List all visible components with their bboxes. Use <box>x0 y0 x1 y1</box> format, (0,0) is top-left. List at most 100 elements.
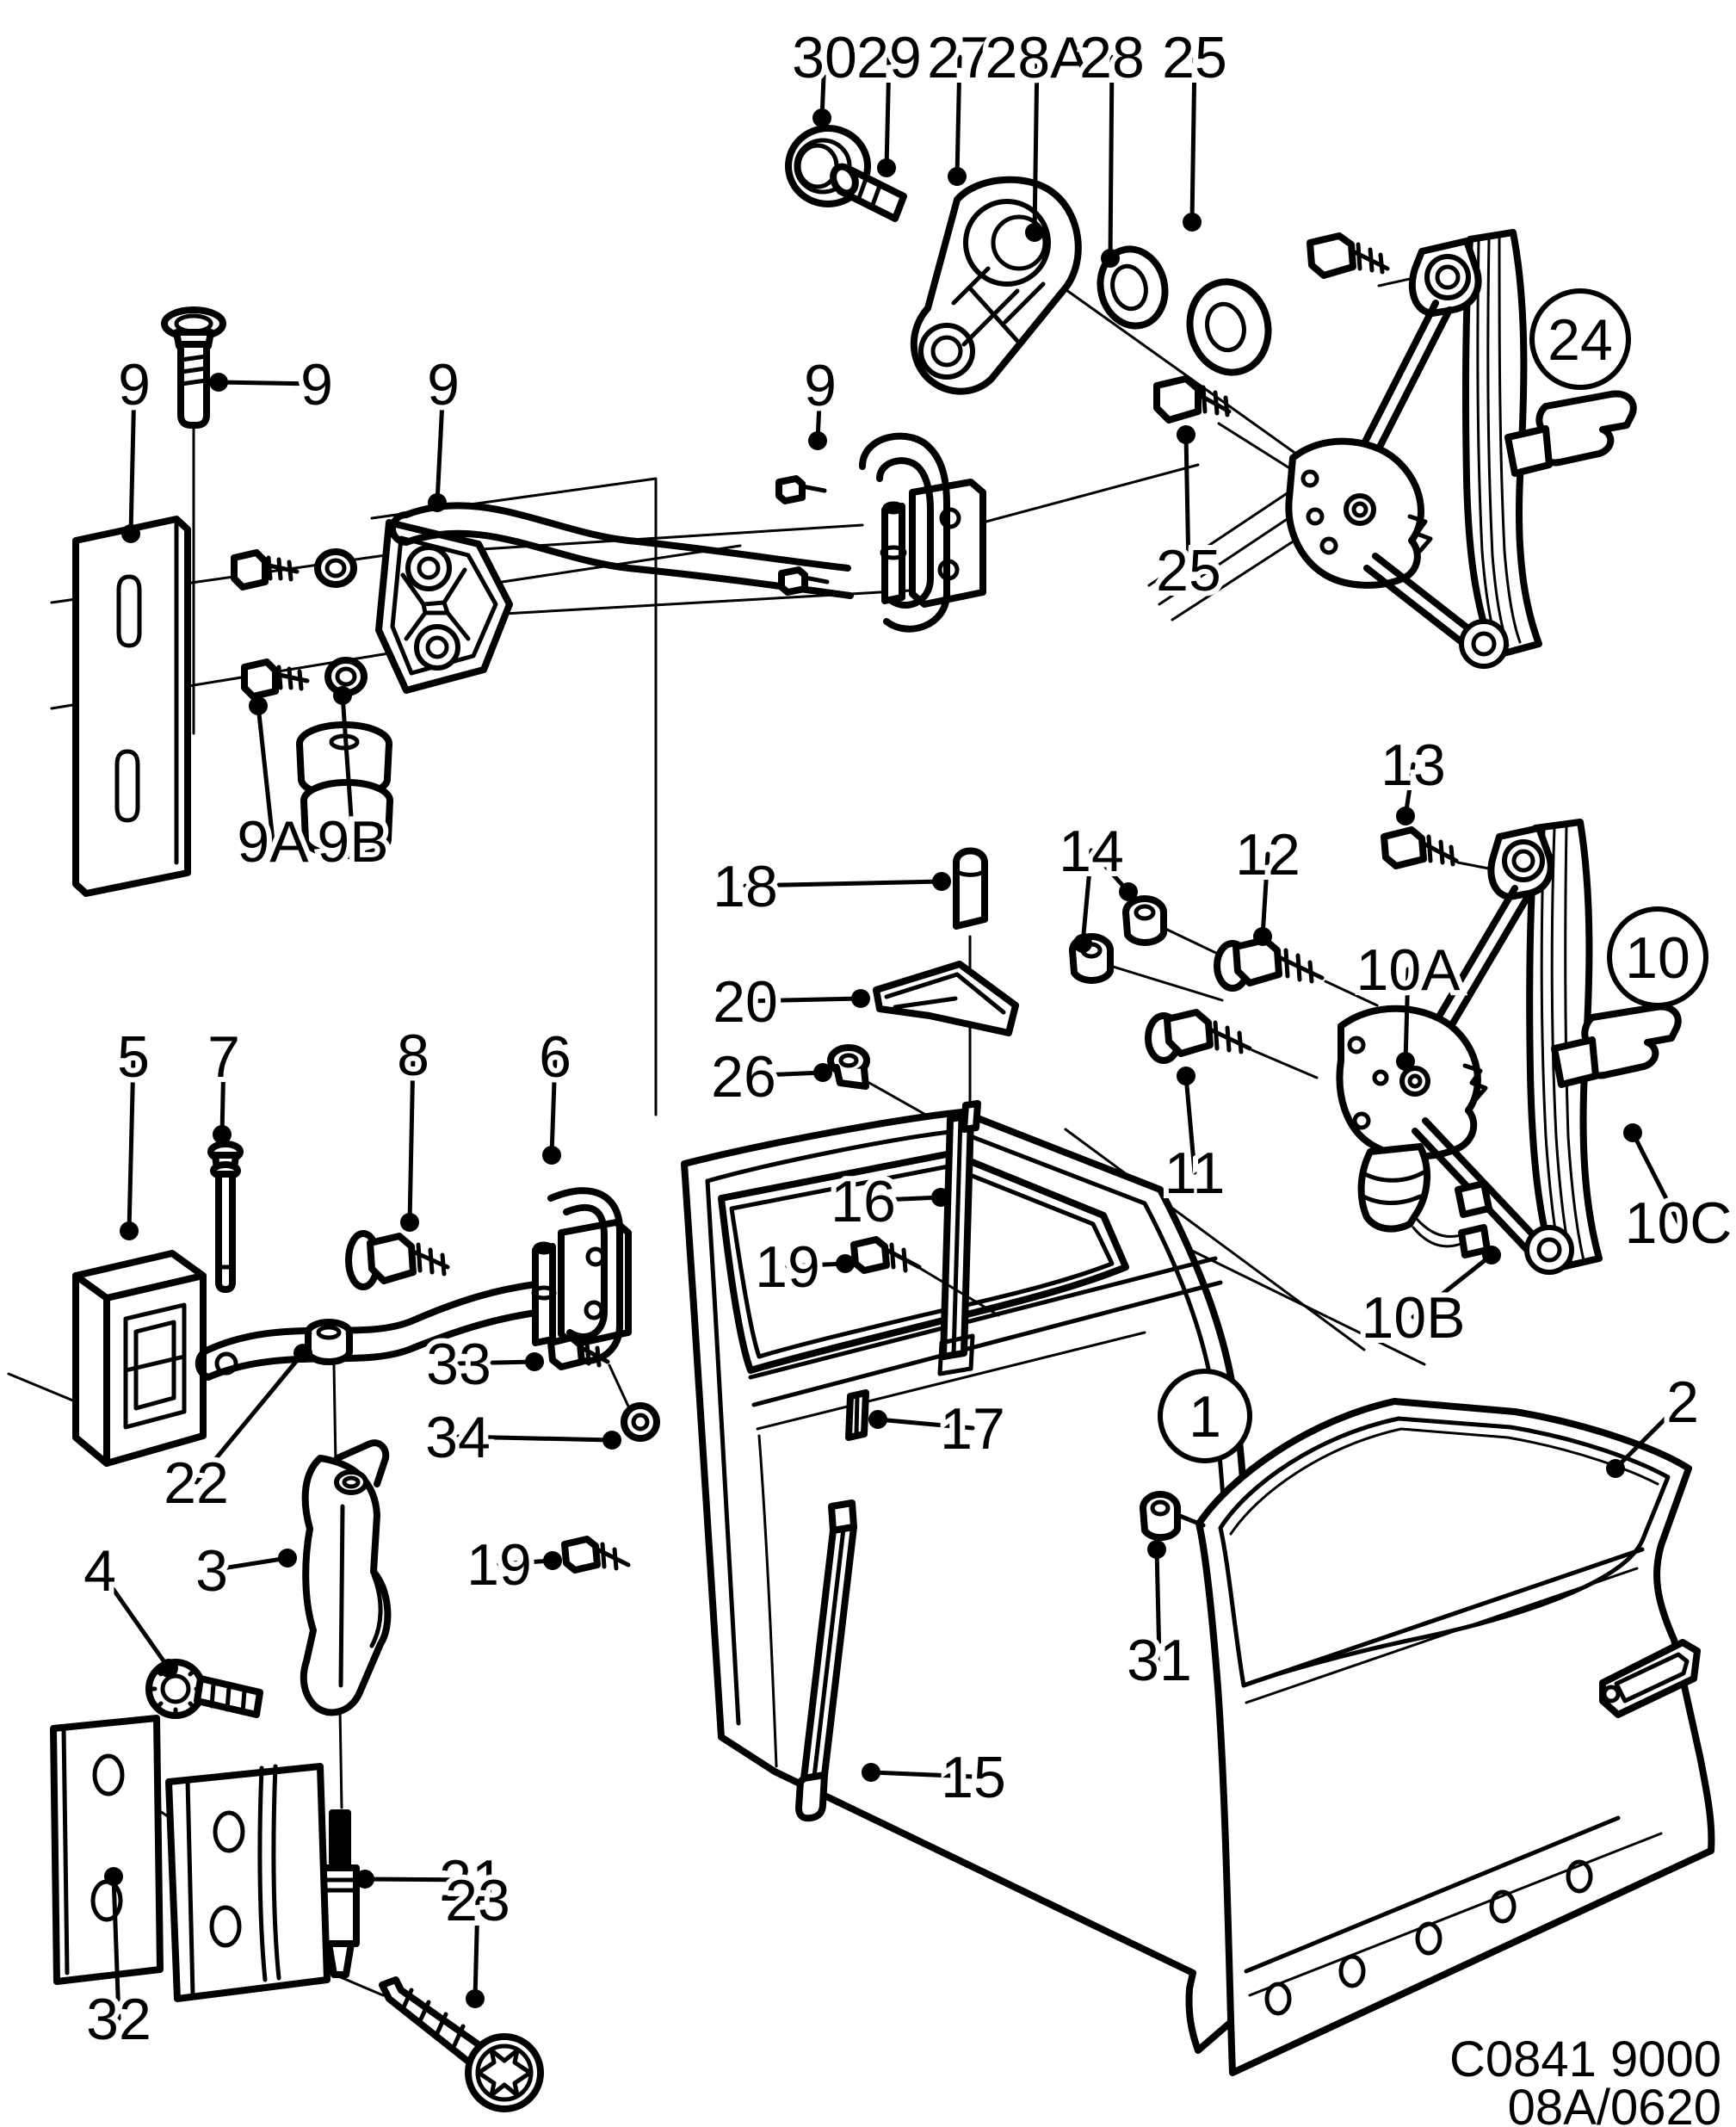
callout-label-10: 10 <box>1625 925 1690 991</box>
callout-label-25-mid: 25 <box>1156 538 1221 603</box>
lower-hinge-group <box>50 1319 660 2112</box>
callout-31: 31 <box>1121 1540 1197 1698</box>
torx-screw-23 <box>379 1976 544 2112</box>
check-strap-loop <box>859 432 950 633</box>
backing-plate-32 <box>50 1715 164 1985</box>
screw-33 <box>547 1334 610 1370</box>
callout-16: 16 <box>825 1164 950 1240</box>
callout-label-16: 16 <box>831 1169 896 1234</box>
electric-regulator-10 <box>1336 819 1682 1275</box>
window-channel-16 <box>937 1100 981 1376</box>
callout-2: 2 <box>1606 1364 1704 1478</box>
door-frame-group <box>681 1100 1253 2054</box>
callout-label-3: 3 <box>195 1538 228 1604</box>
callout-15: 15 <box>862 1740 1011 1815</box>
callout-label-4: 4 <box>83 1538 116 1604</box>
stud-29 <box>830 163 907 222</box>
drawing-code: C0841 9000 <box>1449 2031 1721 2087</box>
callout-14: 14 <box>1053 813 1138 953</box>
callout-label-32: 32 <box>86 1987 151 2052</box>
callout-label-9A: 9A <box>237 809 309 875</box>
callout-label-10C: 10C <box>1625 1190 1733 1256</box>
callout-label-5: 5 <box>117 1024 150 1090</box>
window-channel-parts <box>827 847 1019 1090</box>
bolt-11 <box>1145 1009 1252 1064</box>
callout-label-21: 21 <box>439 1848 504 1914</box>
washer-28a <box>1097 245 1169 330</box>
callout-9A: 9A <box>232 696 314 880</box>
callout-3: 3 <box>190 1533 297 1609</box>
callout-19-a: 19 <box>750 1229 855 1305</box>
callout-label-29: 29 <box>856 25 922 90</box>
callout-10C: 10C <box>1620 1123 1736 1261</box>
callout-19-b: 19 <box>461 1527 562 1603</box>
regulator-24-roller <box>1459 619 1509 669</box>
callout-label-9-1: 9 <box>118 352 151 417</box>
callout-13: 13 <box>1375 727 1451 825</box>
check-strap-anchor-plate <box>375 519 513 694</box>
callout-label-31: 31 <box>1127 1628 1192 1693</box>
regulator-10-roller <box>1524 1225 1574 1275</box>
screw-19-upper <box>850 1236 1000 1317</box>
nut-14 <box>1122 895 1167 946</box>
callout-label-1: 1 <box>1189 1384 1221 1450</box>
callout-label-12: 12 <box>1235 822 1300 887</box>
lower-hinge-3 <box>300 1439 392 1716</box>
hinge-plate-slot <box>116 574 142 648</box>
callout-33: 33 <box>421 1326 544 1402</box>
callout-30: 30 <box>787 20 862 127</box>
callout-label-15: 15 <box>941 1745 1006 1810</box>
callout-4: 4 <box>78 1533 178 1678</box>
callout-5: 5 <box>112 1019 155 1240</box>
upper-hinge-group <box>72 306 393 897</box>
callout-9-2: 9 <box>209 347 338 423</box>
callout-label-11: 11 <box>1165 1141 1226 1206</box>
hinge-bolt-9a <box>241 659 310 700</box>
callout-label-9-2: 9 <box>300 352 333 417</box>
clip-20 <box>873 961 1019 1036</box>
upper-hinge-pin <box>161 306 226 429</box>
callout-9B: 9B <box>312 686 394 880</box>
callout-29: 29 <box>851 20 927 177</box>
bolt-8 <box>345 1230 450 1290</box>
callout-21: 21 <box>355 1843 510 1919</box>
callout-label-19-a: 19 <box>755 1234 820 1300</box>
callout-label-9-3: 9 <box>427 352 460 417</box>
window-opening <box>718 1150 1129 1374</box>
callout-22: 22 <box>158 1344 312 1521</box>
callout-label-2: 2 <box>1666 1370 1699 1435</box>
upper-check-strap <box>389 432 986 633</box>
callout-label-27: 27 <box>927 25 992 90</box>
callout-label-6: 6 <box>539 1024 571 1090</box>
door-stop-group <box>72 1141 632 1467</box>
callout-25-mid: 25 <box>1151 425 1226 609</box>
callout-label-10B: 10B <box>1362 1285 1466 1351</box>
callout-label-26: 26 <box>711 1044 776 1110</box>
clip-17 <box>845 1389 869 1441</box>
door-panel-group <box>1140 1398 1715 2076</box>
regulator-10-slider <box>1455 1180 1492 1218</box>
callout-7: 7 <box>202 1019 245 1144</box>
door-handle-recess <box>1599 1639 1701 1718</box>
callout-label-14: 14 <box>1059 819 1124 884</box>
regulator-fasteners <box>1069 826 1459 1064</box>
callout-9-4: 9 <box>799 348 842 450</box>
callout-label-17: 17 <box>940 1396 1005 1462</box>
callout-label-18: 18 <box>713 854 778 919</box>
pin-18 <box>953 847 988 930</box>
callout-25-top: 25 <box>1157 20 1232 232</box>
regulator-10-guide-bracket <box>1581 1003 1682 1079</box>
check-strap-bolt <box>775 475 827 504</box>
regulator-24-guide-bracket <box>1535 390 1637 467</box>
manual-regulator-24 <box>1285 229 1637 669</box>
callout-label-10A: 10A <box>1356 937 1461 1003</box>
callout-label-9-4: 9 <box>804 353 837 418</box>
lever-27 <box>910 176 1082 395</box>
guide-rail-15 <box>795 1499 857 1822</box>
callout-label-28A: 28A <box>985 25 1090 90</box>
screw-13 <box>1381 826 1459 869</box>
callout-label-30: 30 <box>792 25 857 90</box>
callout-label-28: 28 <box>1079 25 1145 90</box>
callout-26: 26 <box>706 1039 832 1115</box>
